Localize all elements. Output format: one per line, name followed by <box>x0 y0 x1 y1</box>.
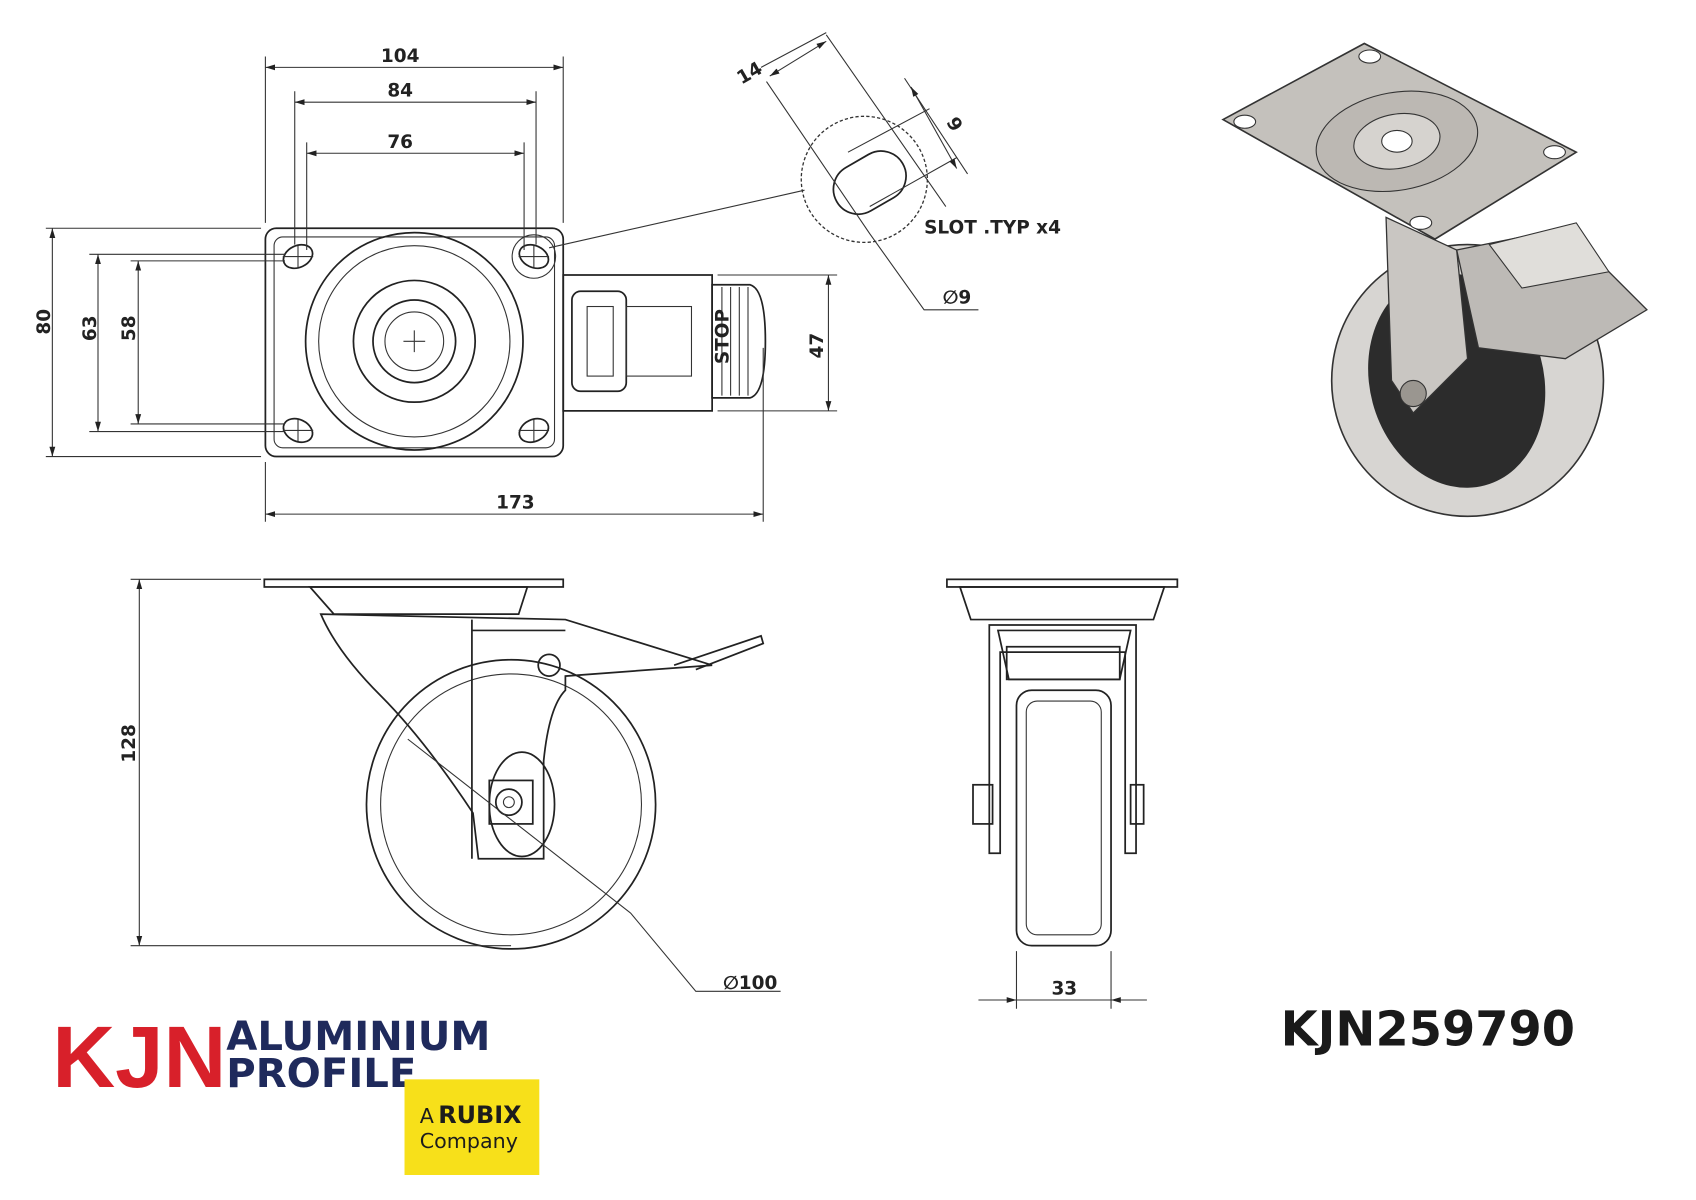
dim-63: 63 <box>80 315 101 341</box>
rubix-name: RUBIX <box>438 1101 521 1129</box>
isometric-view <box>1221 42 1648 518</box>
side-view: 128 ∅100 <box>119 578 781 994</box>
slot-detail: 14 9 ∅9 SLOT .TYP x4 <box>733 32 1061 311</box>
dim-47: 47 <box>807 333 828 359</box>
dim-104: 104 <box>381 46 420 67</box>
dim-9: 9 <box>941 114 966 136</box>
dim-128: 128 <box>119 724 140 763</box>
front-view: 33 <box>946 578 1179 1009</box>
top-view-dimensions: 104 84 76 173 80 63 58 47 <box>34 46 838 522</box>
dim-dia-100: ∅100 <box>723 973 777 994</box>
dim-14: 14 <box>733 58 766 89</box>
rubix-badge <box>404 1079 540 1175</box>
dim-84: 84 <box>387 81 413 102</box>
logo-profile: PROFILE <box>226 1051 416 1097</box>
rubix-a: A <box>420 1104 434 1128</box>
dim-dia-9: ∅9 <box>943 287 972 308</box>
top-view: STOP 104 84 76 173 80 63 58 47 <box>34 46 838 522</box>
part-number: KJN259790 <box>1281 1003 1575 1058</box>
kjn-logo: KJN ALUMINIUM PROFILE A RUBIX Company <box>52 1009 540 1175</box>
dim-76: 76 <box>387 132 413 153</box>
logo-aluminium: ALUMINIUM <box>226 1014 490 1060</box>
mount-holes <box>282 234 557 444</box>
dim-80: 80 <box>34 309 55 335</box>
logo-kjn: KJN <box>52 1009 226 1106</box>
stop-label: STOP <box>712 309 733 364</box>
rubix-company: Company <box>420 1129 518 1153</box>
dim-58: 58 <box>119 315 140 341</box>
brake-pedal-top: STOP <box>562 274 767 412</box>
dim-33: 33 <box>1051 979 1077 1000</box>
dim-173: 173 <box>496 493 535 514</box>
slot-note: SLOT .TYP x4 <box>924 218 1061 239</box>
